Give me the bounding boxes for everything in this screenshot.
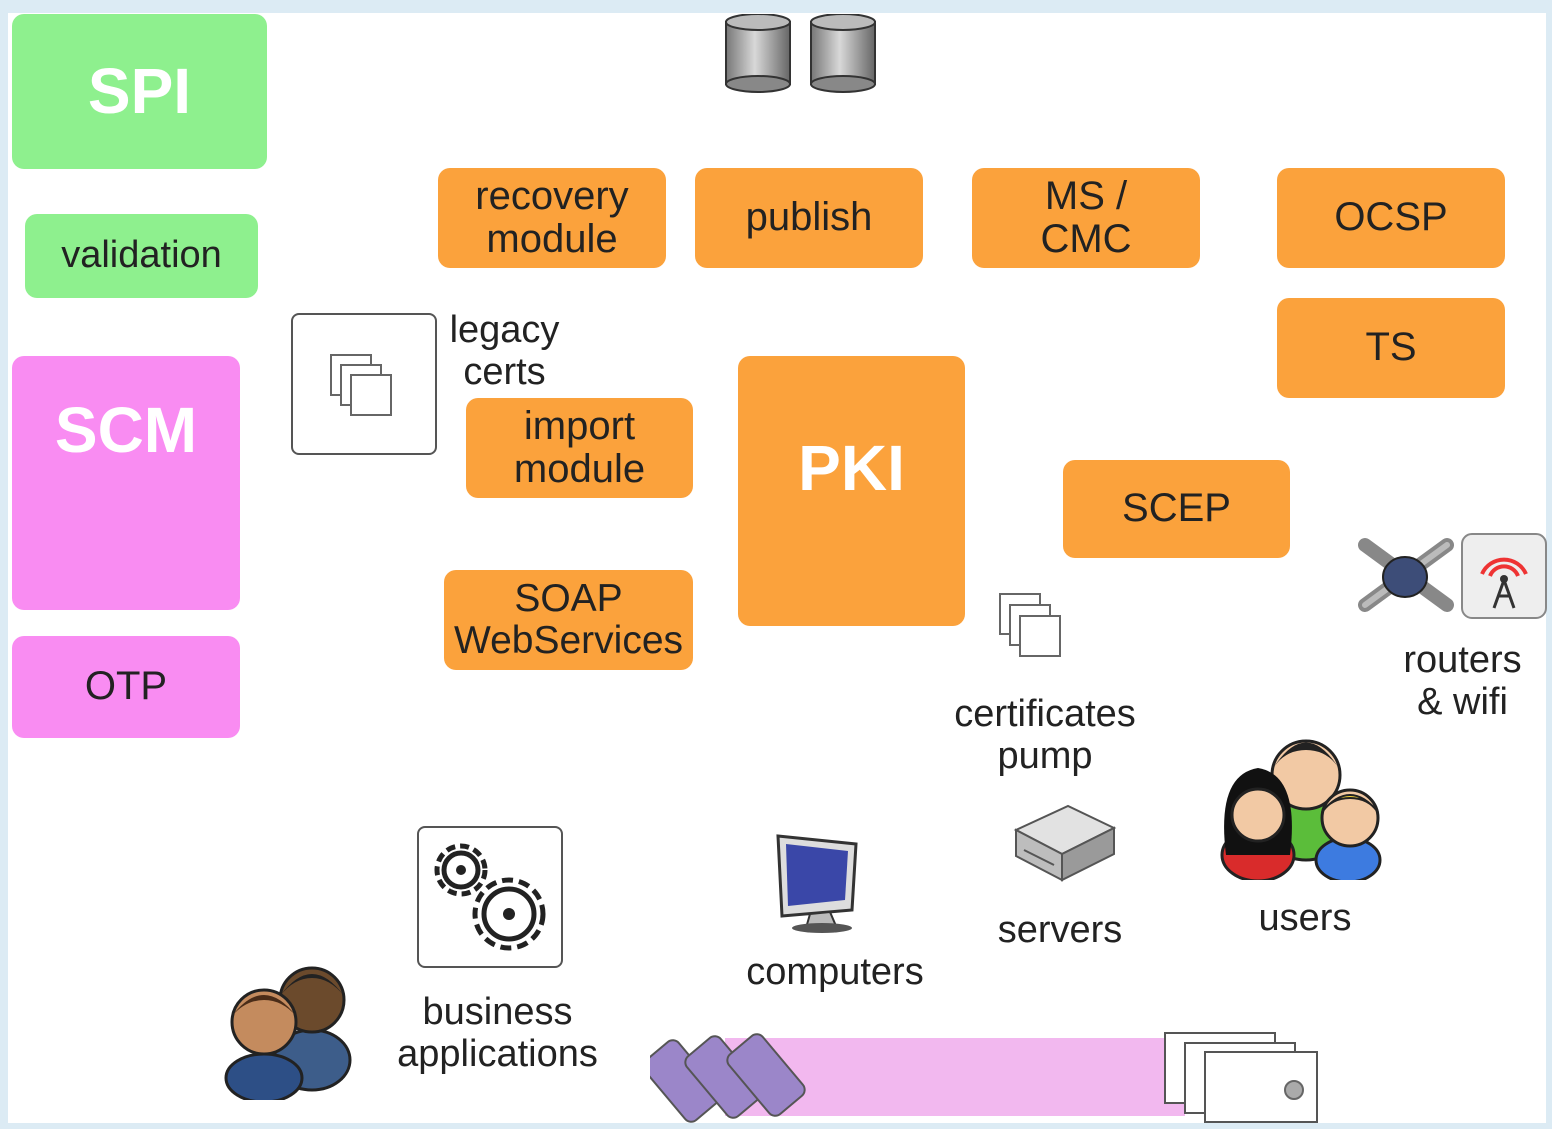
soap-webservices-block: SOAP WebServices [444, 570, 693, 670]
usb-token-icon [650, 1033, 806, 1123]
computer-icon [776, 834, 858, 933]
validation-block: validation [25, 214, 258, 298]
ms-cmc-block: MS / CMC [972, 168, 1200, 268]
import-module-block: import module [466, 398, 693, 498]
gears-icon [434, 843, 546, 951]
pki-block: PKI [738, 356, 965, 626]
scep-block: SCEP [1063, 460, 1290, 558]
business-applications-label: business applications [397, 991, 598, 1075]
server-icon [1013, 804, 1117, 882]
publish-block: publish [695, 168, 923, 268]
people-icon [224, 966, 352, 1100]
users-icon [1220, 739, 1382, 880]
spi-block: SPI [12, 14, 267, 169]
ocsp-block: OCSP [1277, 168, 1505, 268]
database-icon [725, 14, 791, 93]
users-label: users [1258, 897, 1352, 939]
smart-card-icon [1164, 1032, 1318, 1123]
database-icon [810, 14, 876, 93]
recovery-module-block: recovery module [438, 168, 666, 268]
ts-block: TS [1277, 298, 1505, 398]
wifi-antenna-icon [1461, 533, 1547, 619]
certificate-stack-icon [330, 354, 392, 416]
router-icon [1358, 538, 1454, 612]
servers-label: servers [997, 909, 1123, 951]
certificate-stack-icon [999, 593, 1061, 657]
routers-wifi-label: routers & wifi [1403, 639, 1522, 723]
token-band [725, 1038, 1185, 1116]
scm-block: SCM [12, 356, 240, 610]
legacy-certs-label: legacy certs [449, 309, 560, 393]
certificates-pump-label: certificates pump [954, 693, 1136, 777]
otp-block: OTP [12, 636, 240, 738]
computers-label: computers [746, 951, 924, 993]
